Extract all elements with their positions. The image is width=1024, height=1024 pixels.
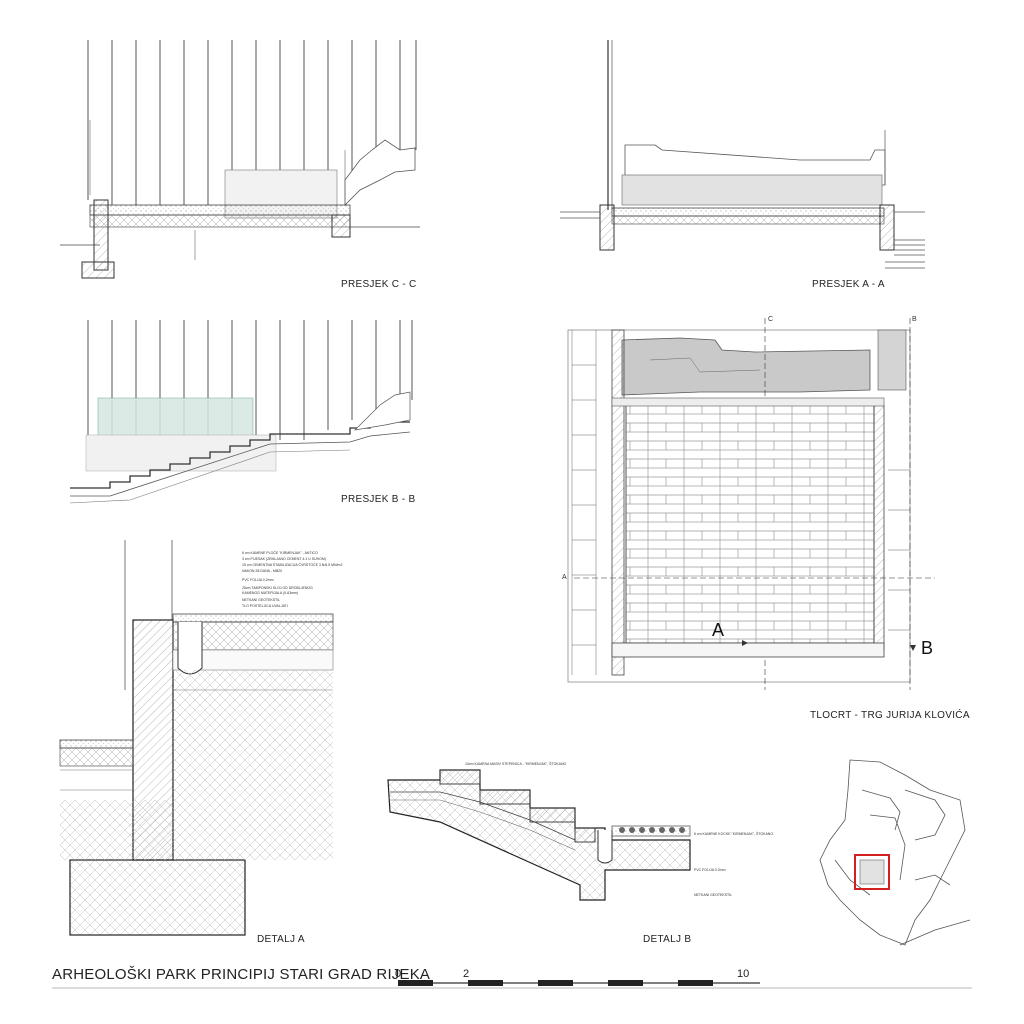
note: NAKON 28 DANA - MB20 <box>242 569 283 573</box>
note: 3 cm PIJESAK (ZEMLJANO CEMENT 4:1 U SUHO… <box>242 557 326 561</box>
section-a-a-drawing <box>560 40 925 269</box>
sheet-title: ARHEOLOŠKI PARK PRINCIPIJ STARI GRAD RIJ… <box>52 966 431 983</box>
scale-label-0: 0 <box>395 968 402 980</box>
section-b-b-drawing <box>69 320 413 504</box>
note: 15 cm CEMENTNA STABILIZACIJA ČVRSTOĆE 3 … <box>242 563 343 567</box>
plan-title: TLOCRT - TRG JURIJA KLOVIĆA <box>810 710 970 721</box>
note: NETKANI GEOTEKSTIL <box>242 598 281 602</box>
plan-marker-b: B <box>921 638 934 658</box>
detail-b-label: DETALJ B <box>643 934 692 945</box>
note: 25cm TAMPONSKI SLOJ OD DROBLJENOG <box>242 586 313 590</box>
plan-cut-a: A <box>562 574 567 581</box>
scale-label-10: 10 <box>737 968 750 980</box>
scale-label-2: 2 <box>463 968 470 980</box>
note: 10cm KAMENA MASIV STEPENICA - "KIRMENJAK… <box>465 762 567 766</box>
note: PVC FOLIJA 0.2mm <box>242 578 274 582</box>
plan-marker-a: A <box>712 620 725 640</box>
section-a-a-label: PRESJEK A - A <box>812 279 885 290</box>
note: NETKANI GEOTEKSTIL <box>694 893 733 897</box>
plan-cut-c: C <box>768 316 774 323</box>
section-c-c-label: PRESJEK C - C <box>341 279 417 290</box>
note: KAMENOG MATERIJALA (0-63mm) <box>242 591 299 595</box>
note: PVC FOLIJA 0.2mm <box>694 868 726 872</box>
key-plan <box>819 759 971 946</box>
section-b-b-label: PRESJEK B - B <box>341 494 416 505</box>
plan-drawing <box>567 318 935 690</box>
scale-bar <box>52 980 972 989</box>
note: TLO POSTELJICA UVALJATI <box>242 604 288 608</box>
note: 6 cm KAMENE KOCKE "KIRMENJAK", ŠTOKANO <box>694 832 774 836</box>
note: 6 cm KAMENE PLOČE "KIRMENJAK" - ANTICO <box>242 551 318 555</box>
section-c-c-drawing <box>60 40 420 279</box>
detail-a-label: DETALJ A <box>257 934 305 945</box>
detail-a-drawing <box>59 540 334 936</box>
detail-b-drawing <box>387 769 691 901</box>
plan-cut-b: B <box>912 316 917 323</box>
